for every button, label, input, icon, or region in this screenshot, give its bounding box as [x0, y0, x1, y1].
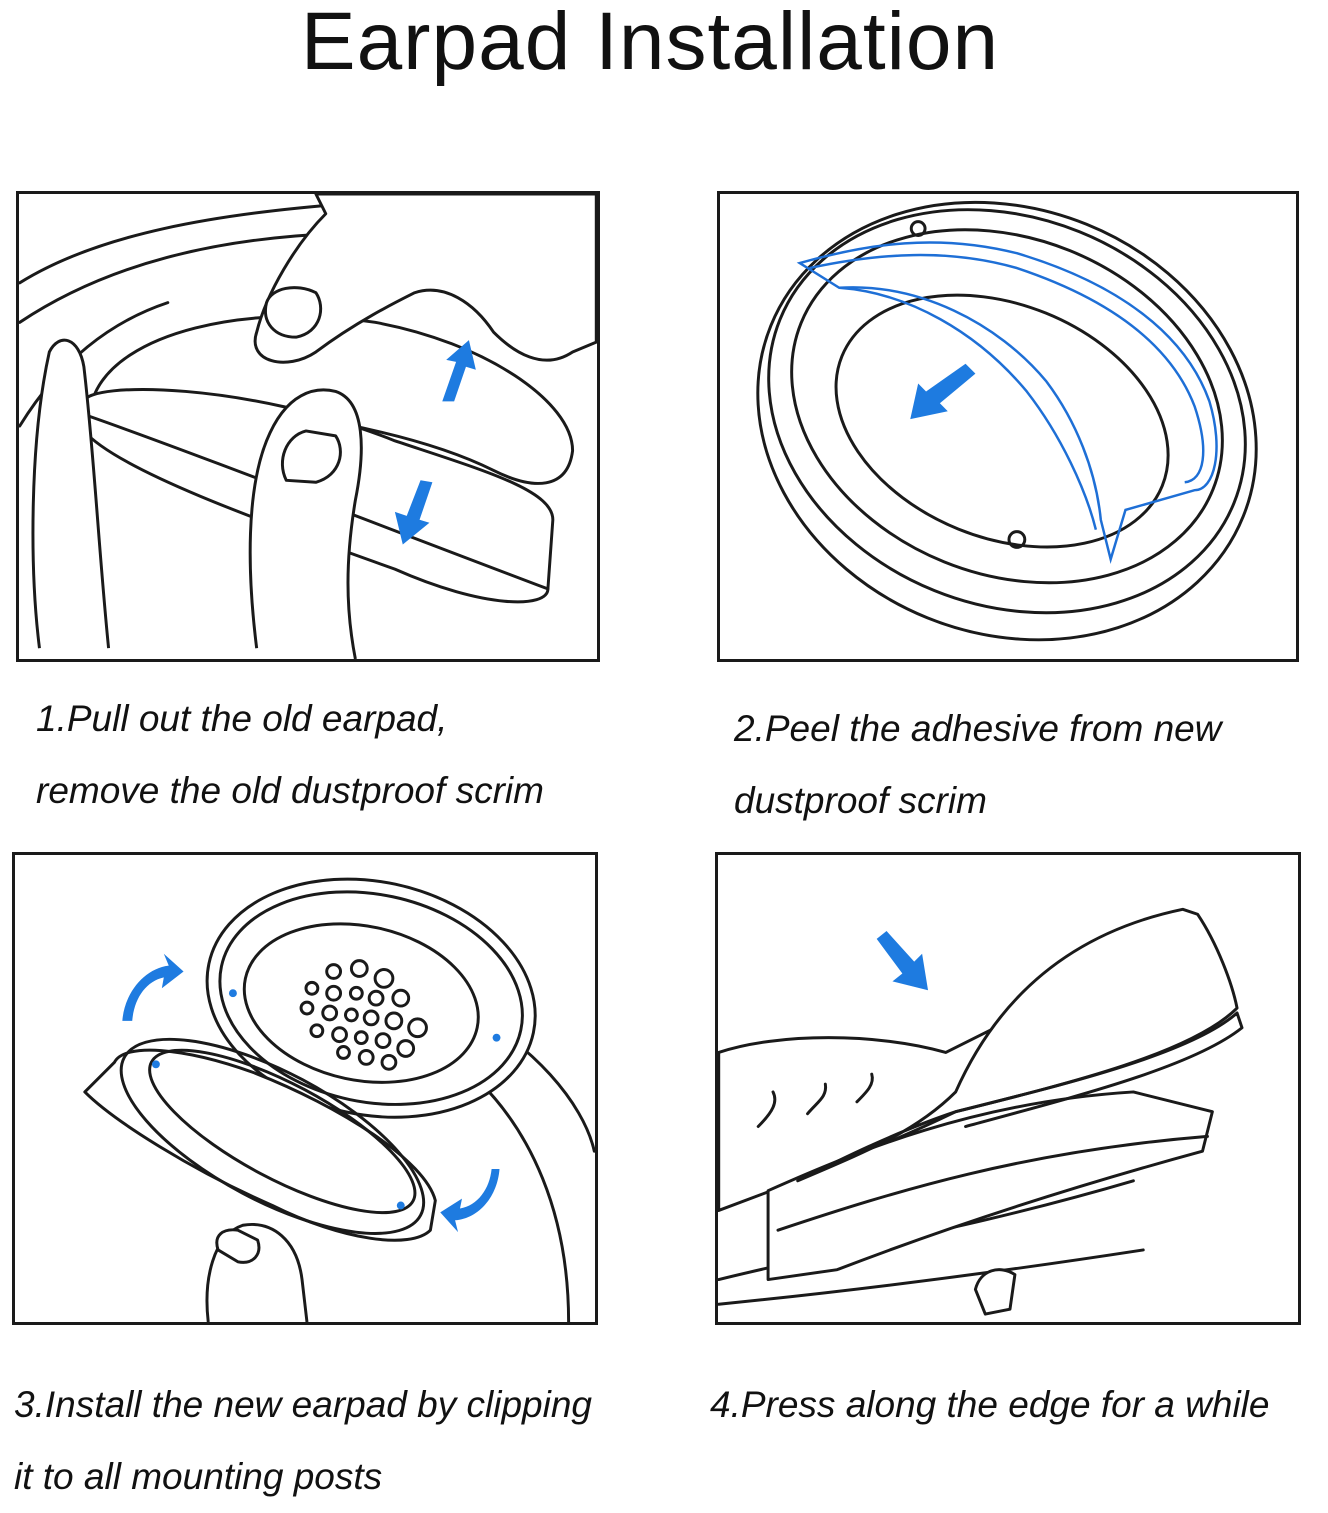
down-left-arrow-icon [910, 363, 976, 420]
step-4-illustration [715, 852, 1301, 1325]
step-2-caption: 2.Peel the adhesive from new dustproof s… [734, 693, 1221, 837]
step-4-line-1: 4.Press along the edge for a while [710, 1384, 1270, 1425]
step-1-line-2: remove the old dustproof scrim [36, 770, 544, 811]
step-2-line-1: 2.Peel the adhesive from new [734, 708, 1222, 749]
step-3-line-1: 3.Install the new earpad by clipping [14, 1384, 592, 1425]
up-arrow-icon [442, 340, 476, 402]
curved-arrow-icon [440, 1168, 500, 1233]
step-2-line-2: dustproof scrim [734, 780, 987, 821]
hand-pulling-earpad-drawing [19, 194, 597, 659]
curved-arrow-icon [122, 953, 184, 1021]
earpad-press-drawing [718, 907, 1244, 1316]
step-3-line-2: it to all mounting posts [14, 1456, 383, 1497]
scrim-peel-drawing [756, 200, 1258, 642]
earpad-clip-drawing [83, 877, 595, 1322]
step-3-caption: 3.Install the new earpad by clipping it … [14, 1369, 592, 1513]
step-1-illustration [16, 191, 600, 662]
down-arrow-icon [394, 480, 433, 545]
step-3-illustration [12, 852, 598, 1325]
step-1-line-1: 1.Pull out the old earpad, [36, 698, 448, 739]
step-2-illustration [717, 191, 1299, 662]
step-4-caption: 4.Press along the edge for a while [710, 1369, 1269, 1441]
down-right-arrow-icon [876, 931, 929, 991]
speaker-holes [299, 959, 428, 1071]
step-1-caption: 1.Pull out the old earpad, remove the ol… [36, 683, 544, 827]
page-title: Earpad Installation [300, 0, 1000, 87]
